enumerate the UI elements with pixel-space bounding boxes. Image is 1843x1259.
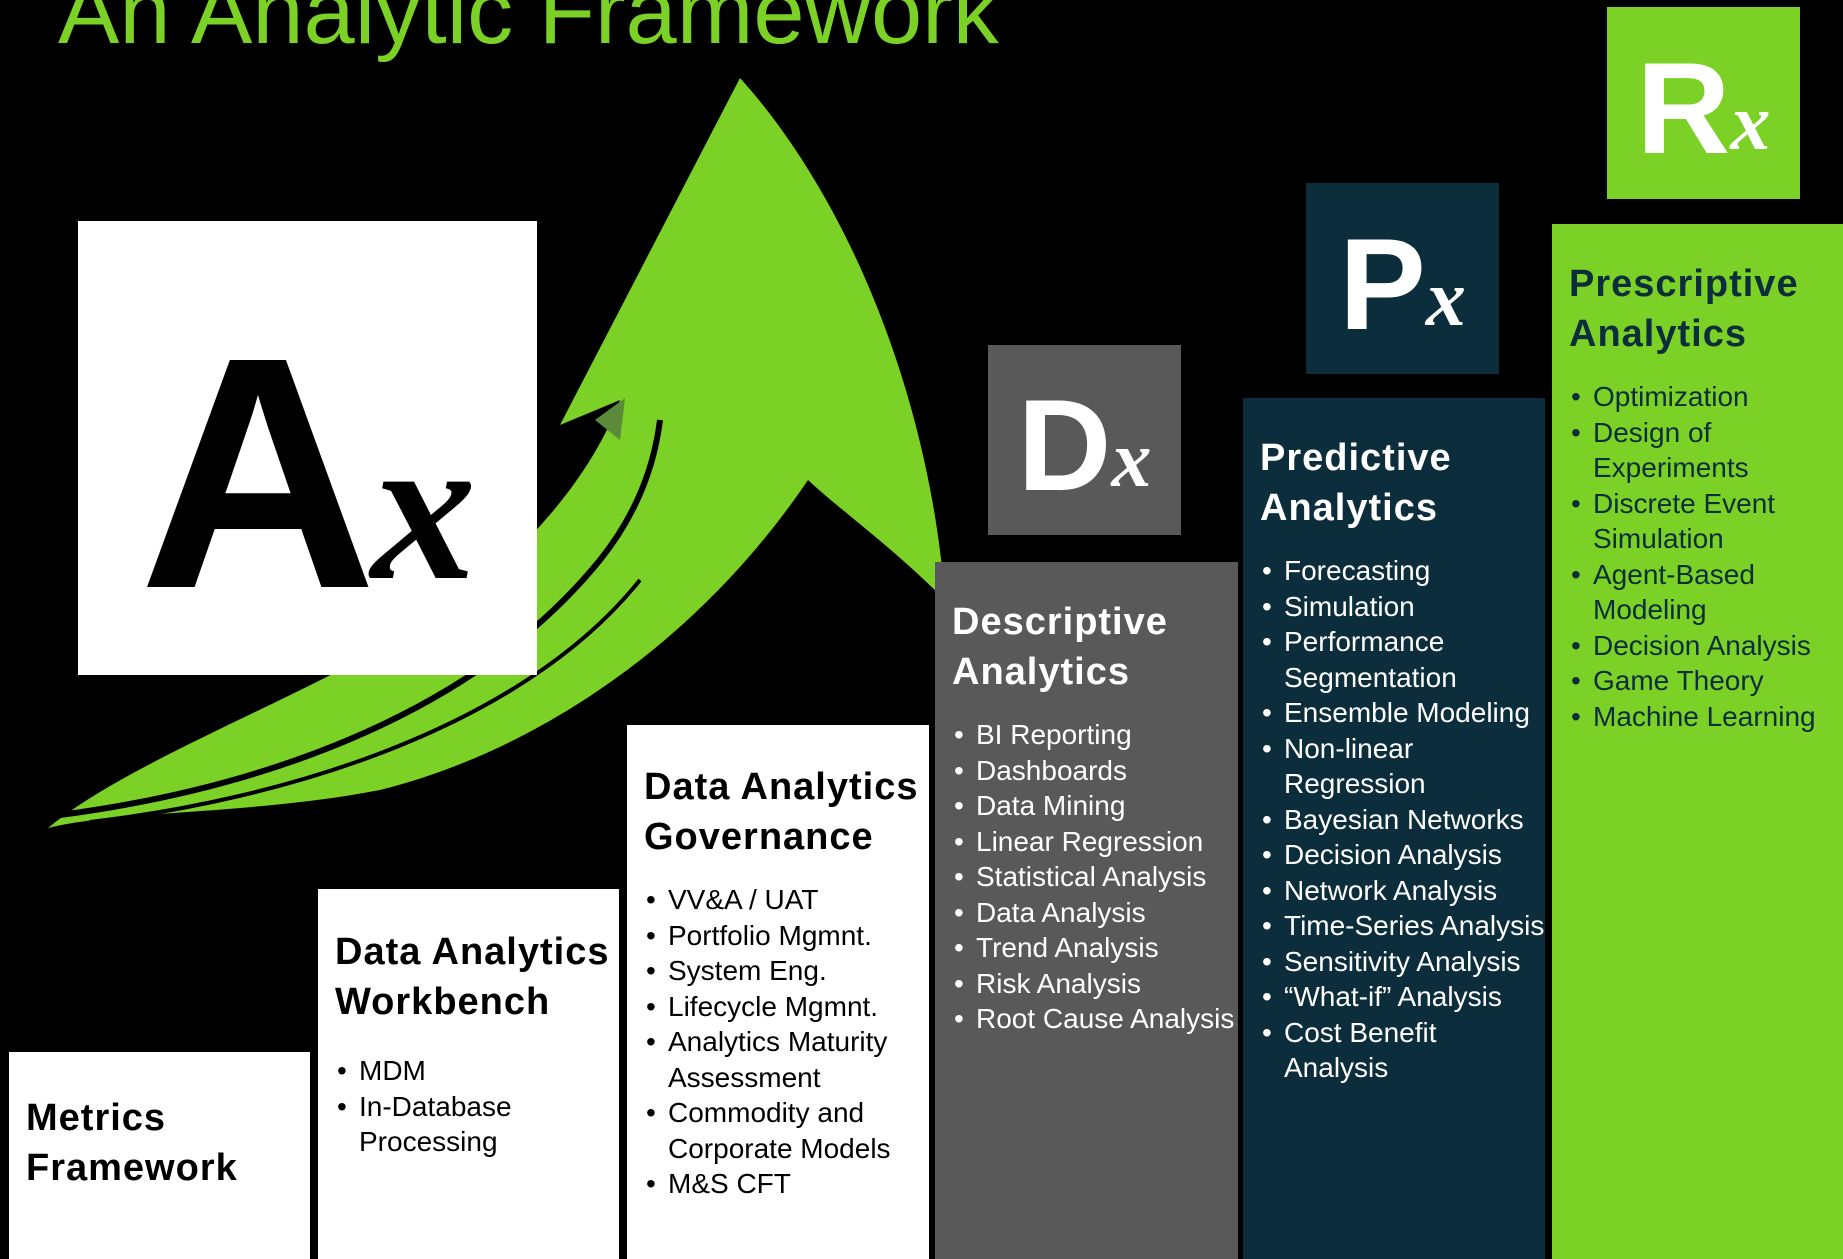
- list-item: Data Mining: [952, 788, 1238, 824]
- list-item: Decision Analysis: [1569, 628, 1843, 664]
- page-title: An Analytic Framework: [58, 0, 999, 63]
- list-item: System Eng.: [644, 953, 929, 989]
- item-list: MDM In-Database Processing: [335, 1053, 619, 1160]
- predictive-analytics-column: Predictive Analytics Forecasting Simulat…: [1243, 398, 1545, 1259]
- list-item: Root Cause Analysis: [952, 1001, 1238, 1037]
- list-item: VV&A / UAT: [644, 882, 929, 918]
- growth-arrow-shape: [48, 78, 945, 828]
- list-item: In-Database Processing: [335, 1089, 619, 1160]
- list-item: Sensitivity Analysis: [1260, 944, 1545, 980]
- list-item: Risk Analysis: [952, 966, 1238, 1002]
- list-item: Data Analysis: [952, 895, 1238, 931]
- column-title: Predictive Analytics: [1260, 437, 1452, 529]
- rx-logo-letter: R: [1636, 35, 1731, 181]
- list-item: M&S CFT: [644, 1166, 929, 1202]
- item-list: BI Reporting Dashboards Data Mining Line…: [952, 717, 1238, 1037]
- px-logo-letter: P: [1339, 210, 1426, 357]
- column-title: Prescriptive Analytics: [1569, 263, 1799, 355]
- column-title: Data Analytics Governance: [644, 766, 919, 858]
- governance-column: Data Analytics Governance VV&A / UAT Por…: [627, 725, 929, 1259]
- workbench-column: Data Analytics Workbench MDM In-Database…: [318, 889, 619, 1259]
- item-list: Optimization Design of Experiments Discr…: [1569, 379, 1843, 734]
- list-item: Machine Learning: [1569, 699, 1843, 735]
- ax-logo-subscript: x: [371, 392, 477, 624]
- item-list: VV&A / UAT Portfolio Mgmnt. System Eng. …: [644, 882, 929, 1202]
- list-item: Design of Experiments: [1569, 415, 1843, 486]
- list-item: Decision Analysis: [1260, 837, 1545, 873]
- prescriptive-analytics-column: Prescriptive Analytics Optimization Desi…: [1552, 224, 1843, 1259]
- list-item: Commodity and Corporate Models: [644, 1095, 929, 1166]
- list-item: Agent-Based Modeling: [1569, 557, 1843, 628]
- descriptive-analytics-column: Descriptive Analytics BI Reporting Dashb…: [935, 562, 1238, 1259]
- list-item: “What-if” Analysis: [1260, 979, 1545, 1015]
- column-title: Data Analytics Workbench: [335, 931, 610, 1023]
- list-item: Optimization: [1569, 379, 1843, 415]
- growth-arrow-stripe-inner: [89, 578, 642, 824]
- metrics-framework-column: Metrics Framework: [9, 1052, 310, 1259]
- list-item: Performance Segmentation: [1260, 624, 1545, 695]
- list-item: Trend Analysis: [952, 930, 1238, 966]
- list-item: Cost Benefit Analysis: [1260, 1015, 1545, 1086]
- px-logo-subscript: x: [1425, 254, 1466, 343]
- list-item: Time-Series Analysis: [1260, 908, 1545, 944]
- list-item: BI Reporting: [952, 717, 1238, 753]
- list-item: Forecasting: [1260, 553, 1545, 589]
- ax-logo-letter: A: [138, 288, 377, 657]
- list-item: Ensemble Modeling: [1260, 695, 1545, 731]
- rx-logo-subscript: x: [1730, 79, 1771, 167]
- list-item: Statistical Analysis: [952, 859, 1238, 895]
- list-item: Discrete Event Simulation: [1569, 486, 1843, 557]
- dx-logo-subscript: x: [1111, 416, 1152, 504]
- list-item: Bayesian Networks: [1260, 802, 1545, 838]
- list-item: Dashboards: [952, 753, 1238, 789]
- list-item: Non-linear Regression: [1260, 731, 1545, 802]
- growth-arrow-fold: [595, 398, 625, 440]
- list-item: Analytics Maturity Assessment: [644, 1024, 929, 1095]
- list-item: Simulation: [1260, 589, 1545, 625]
- list-item: Network Analysis: [1260, 873, 1545, 909]
- list-item: Linear Regression: [952, 824, 1238, 860]
- item-list: Forecasting Simulation Performance Segme…: [1260, 553, 1545, 1086]
- column-title: Metrics Framework: [26, 1097, 238, 1189]
- list-item: Game Theory: [1569, 663, 1843, 699]
- list-item: MDM: [335, 1053, 619, 1089]
- dx-logo-letter: D: [1017, 372, 1112, 518]
- list-item: Lifecycle Mgmnt.: [644, 989, 929, 1025]
- list-item: Portfolio Mgmnt.: [644, 918, 929, 954]
- column-title: Descriptive Analytics: [952, 601, 1168, 693]
